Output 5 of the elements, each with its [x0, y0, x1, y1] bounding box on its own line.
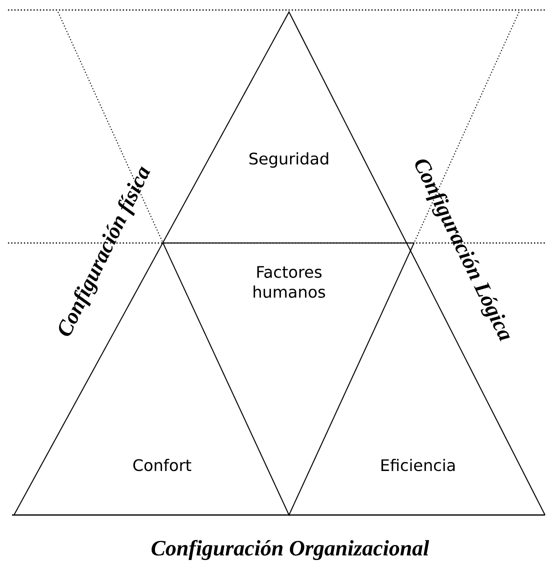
region-label: Eficiencia — [381, 458, 455, 472]
side-label: Configuración Organizacional — [152, 540, 430, 560]
region-label: Seguridad — [249, 152, 328, 168]
region-label: Factores humanos — [254, 266, 326, 298]
region-label: Confort — [133, 458, 192, 472]
